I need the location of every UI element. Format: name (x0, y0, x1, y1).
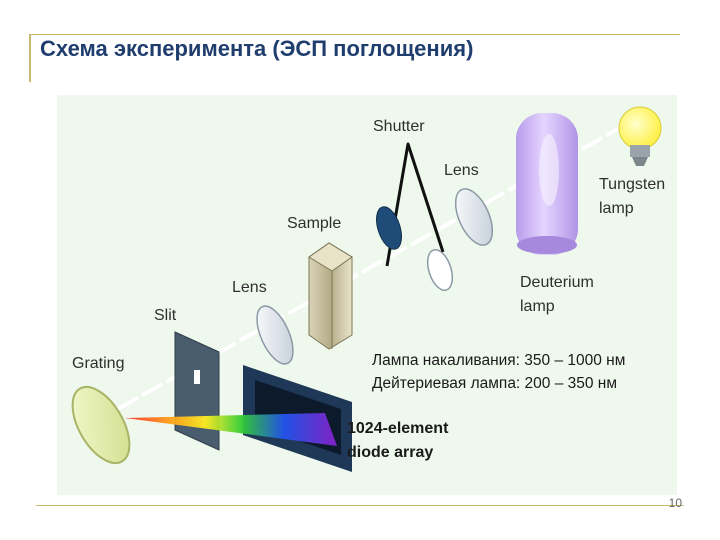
lens-left (256, 305, 294, 365)
tungsten-lamp (618, 106, 662, 166)
deuterium-range-text: Дейтериевая лампа: 200 – 350 нм (372, 375, 617, 392)
lens-right (454, 188, 494, 246)
slide-title: Схема эксперимента (ЭСП поглощения) (40, 36, 474, 61)
deuterium-label-line1: Deuterium (520, 274, 594, 291)
deuterium-lamp (516, 113, 578, 255)
slit-plate (174, 331, 220, 451)
deuterium-label-line2: lamp (520, 298, 555, 315)
tungsten-range-text: Лампа накаливания: 350 – 1000 нм (372, 352, 625, 369)
title-side-rule (29, 34, 31, 82)
slit-label: Slit (154, 307, 177, 324)
shutter-label: Shutter (373, 118, 425, 135)
title-top-rule (29, 34, 680, 35)
shutter (376, 142, 454, 292)
diode-array-label-line1: 1024-element (347, 420, 449, 437)
sample-label: Sample (287, 215, 341, 232)
lens-right-label: Lens (444, 162, 479, 179)
lens-left-label: Lens (232, 279, 267, 296)
diode-array-label-line2: diode array (347, 444, 433, 461)
sample-cuvette (308, 242, 353, 350)
spectrometer-diagram: Shutter Lens Sample Tungsten lamp Lens D… (57, 95, 677, 495)
footer-rule (36, 505, 684, 506)
grating-label: Grating (72, 355, 124, 372)
tungsten-label-line1: Tungsten (599, 176, 665, 193)
grating (71, 386, 131, 464)
page-number: 10 (668, 496, 682, 510)
tungsten-label-line2: lamp (599, 200, 634, 217)
dispersed-spectrum (125, 413, 337, 446)
